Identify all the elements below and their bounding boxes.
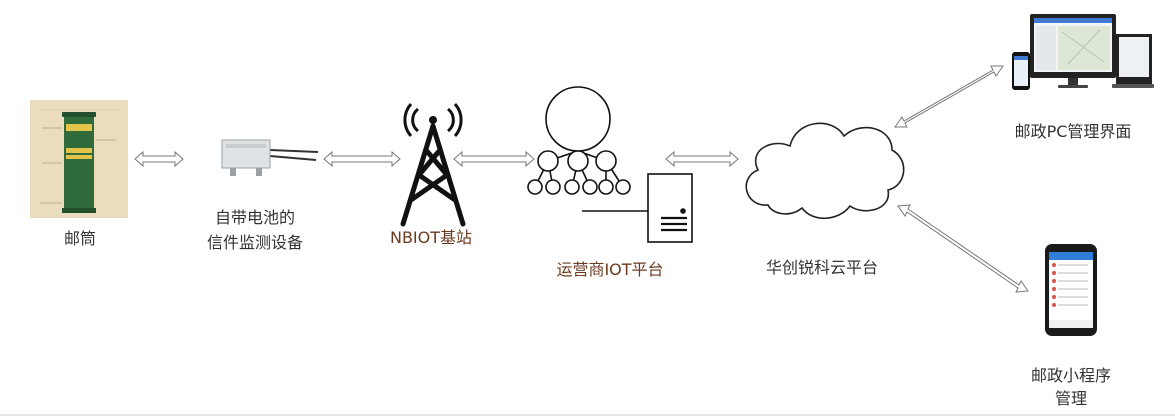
- mailbox-label: 邮筒: [64, 229, 96, 248]
- operator-label: 运营商IOT平台: [556, 260, 663, 279]
- arrow-monitor-station: [323, 150, 401, 168]
- station-label: NBIOT基站: [390, 228, 472, 247]
- monitor-label-line2: 信件监测设备: [207, 233, 303, 252]
- monitor-laptop-phone-icon: [1012, 14, 1154, 90]
- network-tree-server-icon: [527, 86, 693, 243]
- mini-label-line1: 邮政小程序: [1031, 366, 1111, 385]
- radio-tower-icon: [400, 103, 466, 227]
- arrow-station-operator: [453, 150, 535, 168]
- arrow-mailbox-monitor: [134, 150, 184, 168]
- pc-label: 邮政PC管理界面: [1015, 122, 1132, 141]
- arrow-operator-cloud: [665, 150, 739, 168]
- mailbox-photo-icon: [30, 100, 128, 218]
- monitor-label-line1: 自带电池的: [215, 208, 295, 227]
- cloud-label: 华创锐科云平台: [766, 258, 878, 277]
- arrow-cloud-pc: [894, 65, 1004, 128]
- smartphone-icon: [1045, 244, 1097, 336]
- monitoring-device-icon: [221, 139, 319, 176]
- arrow-cloud-mini: [897, 204, 1029, 293]
- cloud-icon: [745, 122, 905, 220]
- mini-label-line2: 管理: [1055, 389, 1087, 408]
